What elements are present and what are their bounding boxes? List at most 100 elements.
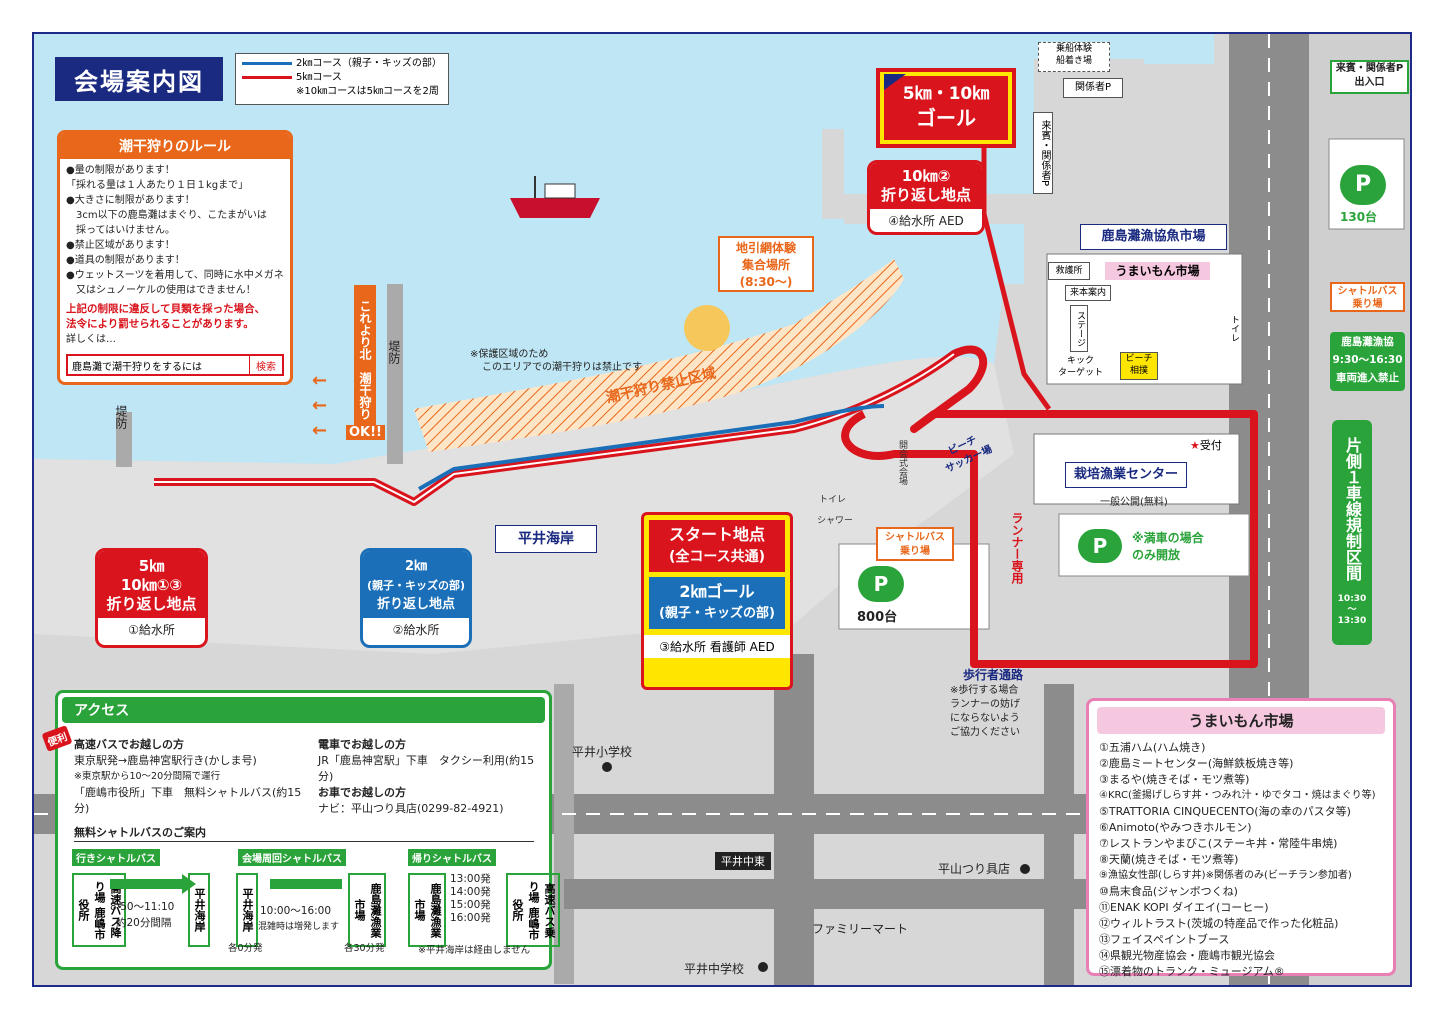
return-time: 16:00発	[450, 912, 491, 924]
loop-to-note: 各30分発	[344, 943, 385, 954]
turn-2-line1: 2㎞	[404, 559, 428, 574]
market-item: ⑫ウィルトラスト(茨城の特産品で作った化粧品)	[1099, 917, 1339, 930]
fish-market-label: 鹿島灘漁協魚市場	[1080, 224, 1227, 250]
turn-2-callout: 2㎞ (親子・キッズの部) 折り返し地点 ②給水所	[360, 548, 472, 648]
protected-note-1: ※保護区域のため	[470, 349, 549, 360]
tackle-marker-icon	[1020, 864, 1030, 874]
runner-only-label: ランナー専用	[1010, 512, 1024, 584]
guest-seat-label: 来本案内	[1065, 285, 1111, 301]
bus-line3: 「鹿嶋市役所」下車 無料シャトルバス(約15分)	[74, 786, 302, 815]
fishing-boat-icon	[505, 176, 605, 222]
goal-5-10-line2: ゴール	[916, 106, 976, 130]
loop-arrow	[270, 879, 342, 889]
boat-dock-label: 乗船体験 船着き場	[1038, 42, 1110, 72]
toilet-label: トイレ	[1229, 315, 1239, 342]
guest-entrance-label: 来賓・関係者P 出入口	[1330, 60, 1409, 94]
toilet-small-label: トイレ	[819, 495, 847, 505]
loop-from: 平井海岸	[236, 873, 258, 947]
turn-10-2-callout: 10㎞② 折り返し地点 ④給水所 AED	[867, 160, 985, 235]
hirayama-tackle-label: 平山つり具店	[938, 862, 1011, 876]
access-heading: アクセス	[62, 697, 545, 723]
return-to: 高速バス乗り場 鹿嶋市役所	[506, 873, 560, 947]
bus-line2: ※東京駅から10〜20分間隔で運行	[74, 771, 221, 782]
market-item: ①五浦ハム(ハム焼き)	[1099, 741, 1206, 754]
turn-5-sub: ①給水所	[128, 623, 175, 637]
parking-800-icon: P	[858, 566, 904, 602]
surfer-icon	[684, 305, 730, 351]
turn-10-2-sub: ④給水所 AED	[888, 214, 964, 228]
market-item: ③まるや(焼きそば・モツ煮等)	[1099, 773, 1250, 786]
route-2km	[418, 404, 885, 491]
turn-10-2-line1: 10㎞②	[901, 167, 951, 185]
outbound-time: 8:50〜11:10	[110, 901, 175, 913]
search-bar[interactable]: 鹿島灘で潮干狩りをするには 検索	[66, 354, 284, 376]
turn-2-line2: (親子・キッズの部)	[366, 579, 466, 592]
search-button[interactable]: 検索	[249, 356, 282, 374]
hirai-junior-high-label: 平井中学校	[684, 962, 745, 976]
rule-line: ●大きさに制限があります！	[66, 195, 195, 206]
cultivation-center-label: 栽培漁業センター	[1065, 462, 1187, 488]
access-train-car: 電車でお越しの方 JR「鹿島神宮駅」下車 タクシー利用(約15分) お車でお越し…	[318, 737, 548, 817]
rules-warning-1: 上記の制限に違反して貝類を採った場合、	[66, 303, 266, 315]
shower-label: シャワー	[817, 516, 854, 526]
one-lane-label: 片側１車線規制区間	[1343, 437, 1362, 581]
family-mart-label: ファミリーマート	[812, 922, 909, 936]
start-line2: (全コース共通)	[668, 549, 766, 565]
hirai-coast-label: 平井海岸	[495, 525, 597, 553]
market-list: うまいもん市場 ①五浦ハム(ハム焼き) ②鹿島ミートセンター(海鮮鉄板焼き等) …	[1086, 698, 1396, 978]
loop-to: 鹿島灘漁業市場	[348, 873, 386, 947]
market-item: ④KRC(釜揚げしらす丼・つみれ汁・ゆでタコ・焼はまぐり等)	[1099, 790, 1376, 801]
market-item: ⑭県観光物産協会・鹿嶋市観光協会	[1099, 949, 1275, 962]
market-item: ⑨漁協女性部(しらす丼)※関係者のみ(ビーチラン参加者)	[1099, 870, 1352, 881]
road-center	[774, 654, 814, 985]
rule-line: ●量の制限があります！	[66, 165, 175, 176]
market-item: ⑥Animoto(やみつきホルモン)	[1099, 821, 1252, 834]
breakwater-2	[116, 412, 132, 467]
guest-parking-vertical: 来賓・関係者P	[1033, 112, 1053, 194]
access-box: アクセス 便利 高速バスでお越しの方 東京駅発→鹿島神宮駅行き(かしま号) ※東…	[41, 690, 560, 970]
start-line1: スタート地点	[668, 525, 765, 544]
rules-list: ●量の制限があります！ 「採れる量は１人あたり１日１kgまで」 ●大きさに制限が…	[60, 159, 290, 302]
rule-line: ●道具の制限があります！	[66, 255, 185, 266]
return-time: 15:00発	[450, 899, 491, 911]
breakwater-1	[387, 284, 403, 464]
reception-star-icon: ★	[1190, 439, 1200, 452]
net-fishing-meeting: 地引網体験 集合場所 (8:30〜)	[718, 236, 814, 292]
road-bottom	[564, 879, 1104, 909]
market-item: ⑮漂着物のトランク・ミュージアム®	[1099, 965, 1285, 978]
stage-label: ステージ	[1070, 305, 1088, 352]
market-item: ⑪ENAK KOPI ダイエイ(コーヒー)	[1099, 901, 1269, 914]
reception-label: ★受付	[1190, 437, 1222, 453]
goal-5-10-line1: 5㎞・10㎞	[902, 84, 990, 104]
loop-time: 10:00〜16:00	[260, 905, 332, 917]
staff-parking-label: 関係者P	[1063, 78, 1123, 98]
bus-line1: 東京駅発→鹿島神宮駅行き(かしま号)	[74, 754, 257, 767]
rule-line: 「採れる量は１人あたり１日１kgまで」	[66, 180, 249, 191]
outbound-from: 高速バス降り場 鹿嶋市役所	[72, 873, 126, 947]
protected-note-2: このエリアでの潮干狩りは禁止です	[482, 362, 642, 373]
public-free-label: 一般公開(無料)	[1100, 497, 1168, 508]
outbound-shuttle-tag: 行きシャトルバス	[72, 849, 160, 866]
rule-line: 採ってはいけません。	[66, 225, 175, 236]
first-aid-label: 救護所	[1048, 262, 1090, 280]
kick-target-label: キック ターゲット	[1058, 356, 1104, 378]
shuttle-stop-center: シャトルバス 乗り場	[876, 527, 954, 561]
goal-flag-icon	[884, 74, 906, 90]
junior-high-marker-icon	[758, 962, 768, 972]
road-right-bottom	[1044, 684, 1074, 985]
market-item: ⑬フェイスペイントブース	[1099, 933, 1230, 946]
loop-note: 混雑時は増発します	[258, 922, 340, 932]
parking-130-count: 130台	[1340, 210, 1378, 224]
market-item: ⑩鳥末食品(ジャンボつくね)	[1099, 885, 1238, 898]
market-item: ②鹿島ミートセンター(海鮮鉄板焼き等)	[1099, 757, 1294, 770]
turn-5-line3: 折り返し地点	[106, 595, 197, 613]
train-line: JR「鹿島神宮駅」下車 タクシー利用(約15分)	[318, 754, 535, 783]
start-goal-line2: (親子・キッズの部)	[659, 606, 775, 621]
map-title: 会場案内図	[55, 57, 223, 101]
search-query: 鹿島灘で潮干狩りをするには	[72, 362, 202, 373]
shuttle-stop-right: シャトルバス 乗り場	[1330, 282, 1405, 312]
return-times: 13:00発 14:00発 15:00発 16:00発	[450, 873, 491, 925]
beach-sumo-label: ビーチ 相撲	[1120, 352, 1158, 380]
rule-line: ●禁止区域があります！	[66, 240, 175, 251]
umaimon-market-label: うまいもん市場	[1105, 262, 1210, 280]
